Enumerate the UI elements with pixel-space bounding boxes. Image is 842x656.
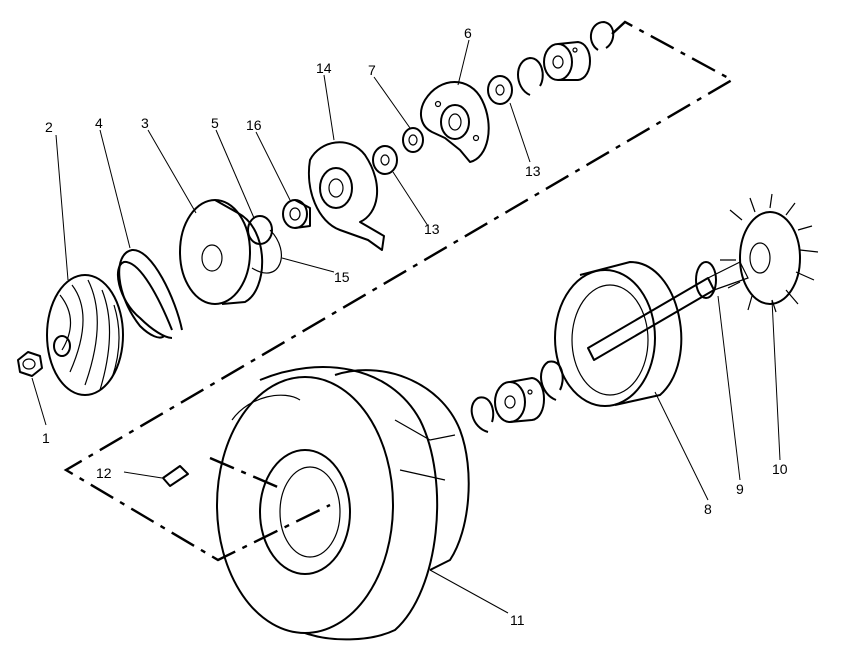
callout-8: 8 [704, 501, 712, 517]
callout-6: 6 [464, 25, 472, 41]
upper-retaining-ring-1 [517, 57, 544, 96]
part-16-spacer [282, 199, 311, 229]
leader-lines [31, 39, 781, 614]
part-12-pin [162, 465, 189, 487]
part-5-snap-ring [247, 215, 273, 245]
part-13-washer-upper [487, 75, 513, 105]
part-4-snap-ring [116, 248, 183, 339]
callout-15: 15 [334, 269, 350, 285]
upper-journal-bearing [543, 41, 591, 81]
callout-11: 11 [510, 612, 525, 628]
lower-journal-bearing [494, 377, 545, 423]
part-3-seal-plate [179, 199, 264, 305]
part-10-turbine-shaft [587, 193, 819, 361]
part-7-thrust-collar [402, 127, 424, 153]
callout-16: 16 [246, 117, 262, 133]
assembly-centerline [63, 20, 735, 562]
callout-10: 10 [772, 461, 788, 477]
callout-2: 2 [45, 119, 53, 135]
part-8-heat-shield [554, 261, 683, 407]
callout-1: 1 [42, 430, 50, 446]
callout-7: 7 [368, 62, 376, 78]
part-13-washer [372, 145, 398, 175]
lower-retaining-ring-2 [540, 360, 564, 401]
callout-13-lower: 13 [424, 221, 440, 237]
callout-14: 14 [316, 60, 332, 76]
part-11-center-housing [216, 366, 470, 641]
callout-labels: 1 2 3 4 5 6 7 8 9 10 11 12 13 13 14 15 1… [42, 25, 788, 628]
part-14-thrust-plate [308, 141, 385, 251]
part-1-nut [17, 351, 43, 377]
callout-12: 12 [96, 465, 112, 481]
part-15-o-ring [251, 229, 282, 274]
part-9-piston-ring [695, 261, 717, 299]
callout-9: 9 [736, 481, 744, 497]
lower-retaining-ring-1 [470, 396, 495, 433]
callout-5: 5 [211, 115, 219, 131]
callout-13-upper: 13 [525, 163, 541, 179]
upper-retaining-ring-2 [589, 21, 615, 51]
callout-3: 3 [141, 115, 149, 131]
callout-4: 4 [95, 115, 103, 131]
part-2-compressor-wheel [46, 274, 124, 396]
part-6-thrust-bearing [419, 81, 490, 163]
